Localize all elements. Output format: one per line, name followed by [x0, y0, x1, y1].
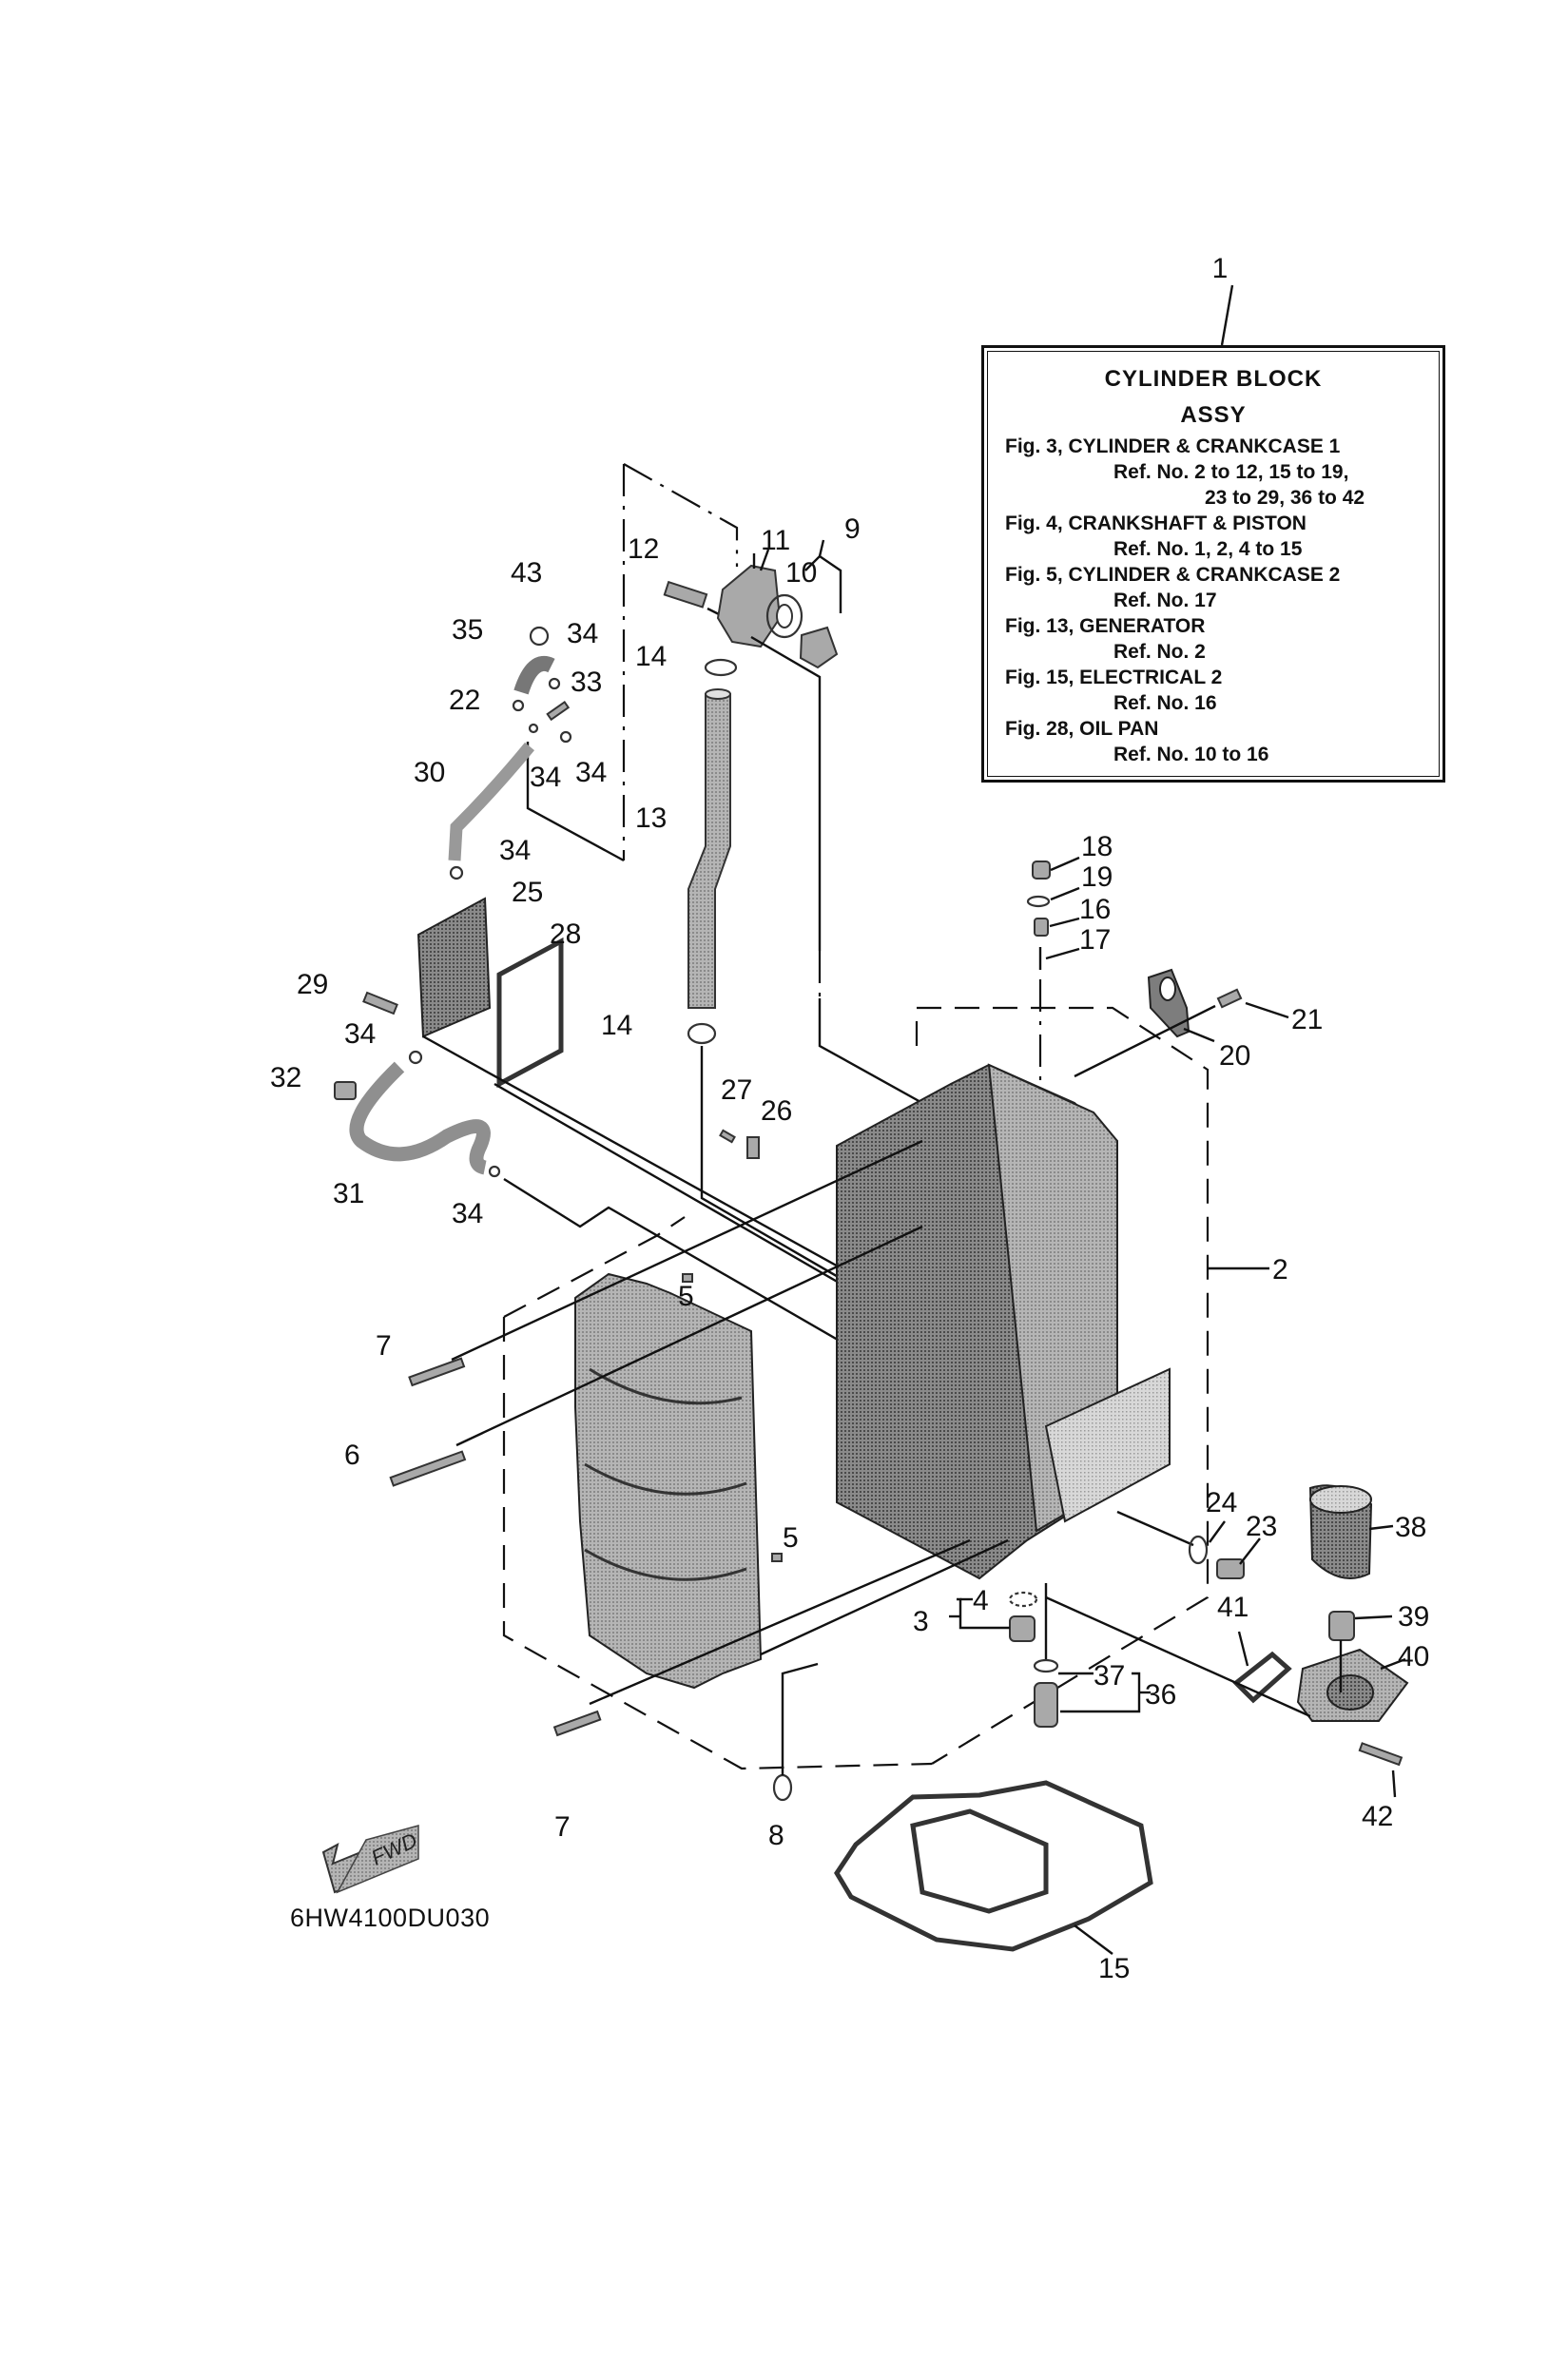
- callout-29: 29: [297, 969, 328, 1000]
- callout-17: 17: [1079, 924, 1111, 956]
- callout-5b: 5: [783, 1522, 799, 1554]
- figure-reference: Fig. 13, GENERATOR: [1005, 615, 1206, 637]
- callout-13: 13: [635, 802, 667, 834]
- callout-19: 19: [1081, 861, 1113, 893]
- callout-34d: 34: [499, 835, 531, 866]
- ref-numbers: Ref. No. 16: [1113, 692, 1217, 714]
- callout-30: 30: [414, 757, 445, 788]
- callout-7b: 7: [554, 1811, 571, 1843]
- callout-28: 28: [550, 918, 581, 950]
- callout-1: 1: [1212, 253, 1234, 346]
- callout-8: 8: [768, 1820, 784, 1851]
- callout-12: 12: [628, 533, 659, 565]
- callout-14b: 14: [601, 1010, 632, 1041]
- callout-37: 37: [1094, 1660, 1125, 1692]
- callout-34c: 34: [575, 757, 607, 788]
- figure-reference: Fig. 15, ELECTRICAL 2: [1005, 667, 1223, 688]
- ref-numbers: Ref. No. 2 to 12, 15 to 19,: [1113, 461, 1349, 483]
- callout-6: 6: [344, 1440, 360, 1471]
- callout-26: 26: [761, 1095, 792, 1127]
- assembly-reference-inner: CYLINDER BLOCK ASSY Fig. 3, CYLINDER & C…: [987, 351, 1440, 777]
- callout-18: 18: [1081, 831, 1113, 862]
- thermostat-group: [663, 539, 933, 1333]
- callout-39: 39: [1398, 1601, 1429, 1633]
- callout-15: 15: [1098, 1953, 1130, 1984]
- callout-34e: 34: [344, 1018, 376, 1050]
- figure-reference: Fig. 3, CYLINDER & CRANKCASE 1: [1005, 435, 1341, 457]
- callout-31: 31: [333, 1178, 364, 1209]
- figure-reference: Fig. 28, OIL PAN: [1005, 718, 1159, 740]
- callout-43: 43: [511, 557, 542, 589]
- assembly-title: CYLINDER BLOCK: [1104, 366, 1323, 392]
- drawing-code: 6HW4100DU030: [290, 1904, 491, 1932]
- callout-16: 16: [1079, 894, 1111, 925]
- cylinder-block: [836, 856, 1289, 1765]
- callout-23: 23: [1246, 1511, 1277, 1542]
- callout-3: 3: [913, 1606, 929, 1637]
- callout-21: 21: [1291, 1004, 1323, 1035]
- callout-40: 40: [1398, 1641, 1429, 1673]
- callout-number: 1: [1212, 253, 1229, 284]
- callout-5a: 5: [678, 1281, 694, 1312]
- forward-direction-arrow-icon: FWD: [321, 1825, 421, 1894]
- callout-2: 2: [1272, 1254, 1288, 1286]
- callout-36: 36: [1145, 1679, 1176, 1711]
- callout-4: 4: [973, 1585, 989, 1616]
- callout-9: 9: [844, 513, 861, 545]
- callout-34a: 34: [567, 618, 598, 649]
- ref-numbers: Ref. No. 17: [1113, 590, 1217, 611]
- callout-32: 32: [270, 1062, 301, 1093]
- oil-items: [772, 1583, 1151, 1802]
- callout-10: 10: [785, 557, 817, 589]
- ref-numbers: Ref. No. 1, 2, 4 to 15: [1113, 538, 1303, 560]
- assembly-reference-box: CYLINDER BLOCK ASSY Fig. 3, CYLINDER & C…: [981, 345, 1445, 783]
- oil-filter-group: [1045, 1484, 1409, 1798]
- assembly-subtitle: ASSY: [1180, 402, 1247, 428]
- figure-reference: Fig. 4, CRANKSHAFT & PISTON: [1005, 512, 1307, 534]
- callout-numbers: 2 3 4 5 5 6 7 7 8 9 10 11 12 13 14 14 15…: [270, 513, 1429, 1984]
- callout-34f: 34: [452, 1198, 483, 1229]
- callout-35: 35: [452, 614, 483, 646]
- callout-27: 27: [721, 1074, 752, 1106]
- breather-group-frame: [526, 463, 739, 862]
- callout-25: 25: [512, 877, 543, 908]
- ref-numbers: Ref. No. 2: [1113, 641, 1206, 663]
- figure-reference: Fig. 5, CYLINDER & CRANKCASE 2: [1005, 564, 1341, 586]
- callout-41: 41: [1217, 1592, 1249, 1623]
- callout-14a: 14: [635, 641, 667, 672]
- callout-22: 22: [449, 685, 480, 716]
- breather-hose-group: [448, 626, 572, 880]
- callout-11: 11: [761, 525, 790, 556]
- callout-33: 33: [571, 667, 602, 698]
- base-gasket: [834, 1780, 1153, 1955]
- callout-42: 42: [1362, 1801, 1393, 1832]
- plug-items: [719, 1129, 760, 1159]
- callout-34b: 34: [530, 762, 561, 793]
- callout-38: 38: [1395, 1512, 1426, 1543]
- callout-7a: 7: [376, 1330, 392, 1362]
- crankcase: [389, 1139, 1009, 1770]
- ref-numbers: Ref. No. 10 to 16: [1113, 744, 1269, 765]
- callout-24: 24: [1206, 1487, 1237, 1518]
- ref-numbers: 23 to 29, 36 to 42: [1205, 487, 1365, 509]
- callout-20: 20: [1219, 1040, 1250, 1072]
